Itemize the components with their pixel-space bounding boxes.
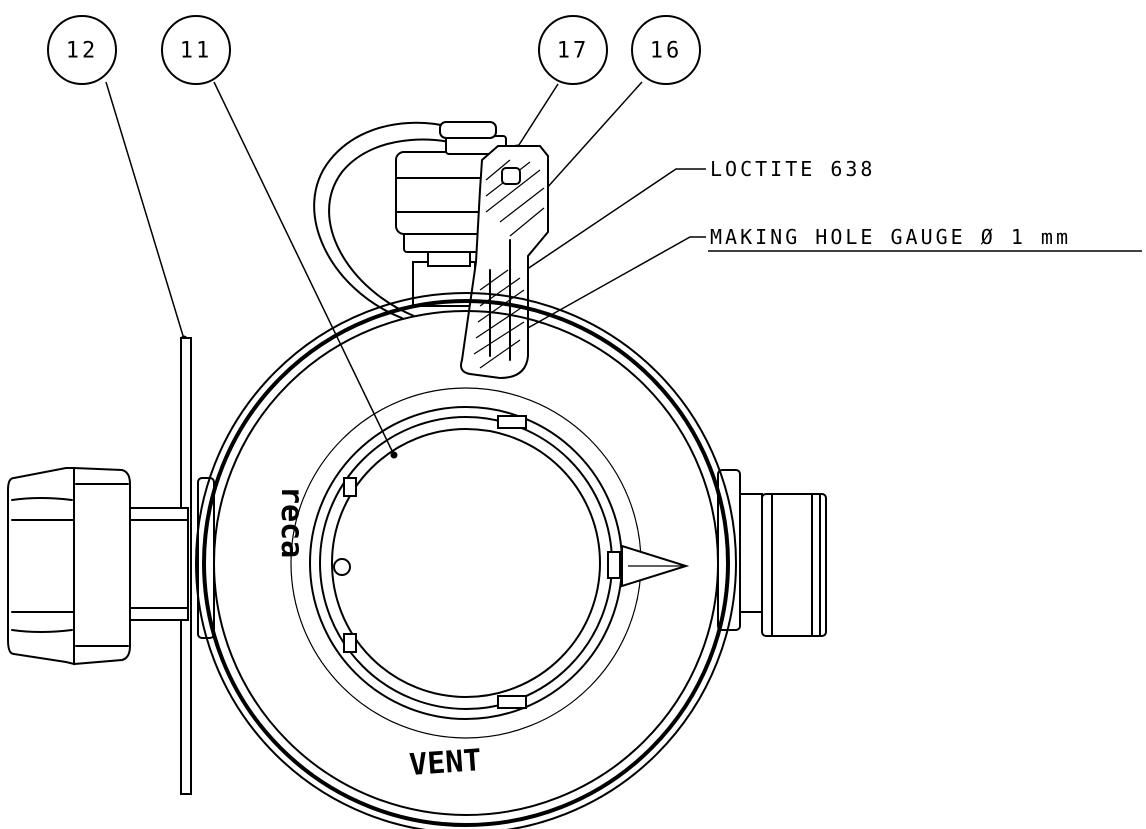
- inlet-nut: [7, 466, 215, 666]
- callout-17-label: 17: [557, 39, 590, 64]
- note-gauge: MAKING HOLE GAUGE Ø 1 mm: [710, 225, 1071, 249]
- logo-embossing: reca: [274, 486, 309, 558]
- callout-16[interactable]: 16: [631, 15, 701, 85]
- note-loctite: LOCTITE 638: [710, 157, 875, 181]
- vent-hose: [313, 121, 481, 319]
- regulator-body: [195, 292, 737, 829]
- leader-17: [516, 83, 559, 149]
- callout-11-label: 11: [180, 39, 213, 64]
- outlet-fitting: [717, 469, 827, 637]
- callout-11[interactable]: 11: [161, 15, 231, 85]
- leader-12: [105, 81, 185, 340]
- vent-label: VENT: [408, 743, 483, 783]
- top-valve: [395, 121, 549, 380]
- callout-17[interactable]: 17: [538, 15, 608, 85]
- leader-lines: [105, 81, 706, 459]
- leader-gauge: [509, 236, 706, 339]
- leader-loctite: [501, 168, 706, 287]
- callout-12-label: 12: [66, 39, 99, 64]
- callout-12[interactable]: 12: [47, 15, 117, 85]
- callout-16-label: 16: [650, 39, 683, 64]
- leader-11: [213, 81, 395, 456]
